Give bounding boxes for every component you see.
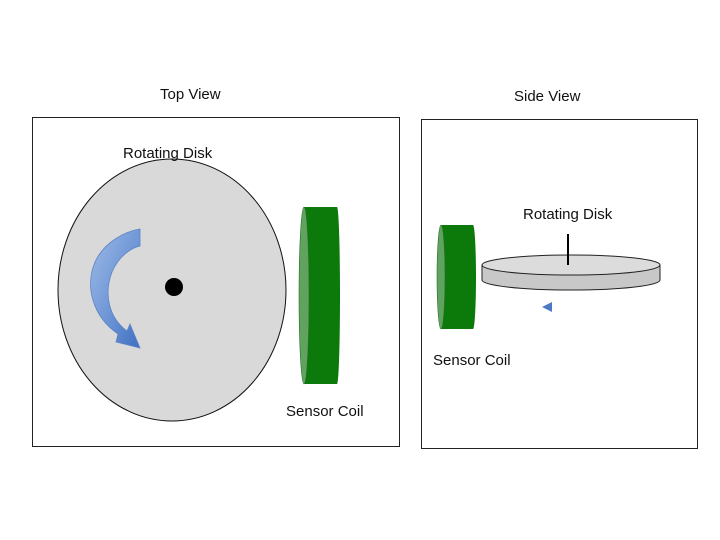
top-sensor-coil <box>298 206 340 385</box>
top-axle-icon <box>165 278 183 296</box>
side-view-title: Side View <box>514 88 581 105</box>
side-rotating-disk <box>481 254 661 291</box>
side-motion-arrow-icon <box>542 302 594 312</box>
top-coil-label: Sensor Coil <box>286 403 364 420</box>
top-view-title: Top View <box>160 86 221 103</box>
side-coil-label: Sensor Coil <box>433 352 511 369</box>
top-disk-label: Rotating Disk <box>123 145 213 162</box>
rotation-arrow-icon <box>90 228 141 349</box>
side-disk-label: Rotating Disk <box>523 206 613 223</box>
side-sensor-coil <box>436 224 476 330</box>
